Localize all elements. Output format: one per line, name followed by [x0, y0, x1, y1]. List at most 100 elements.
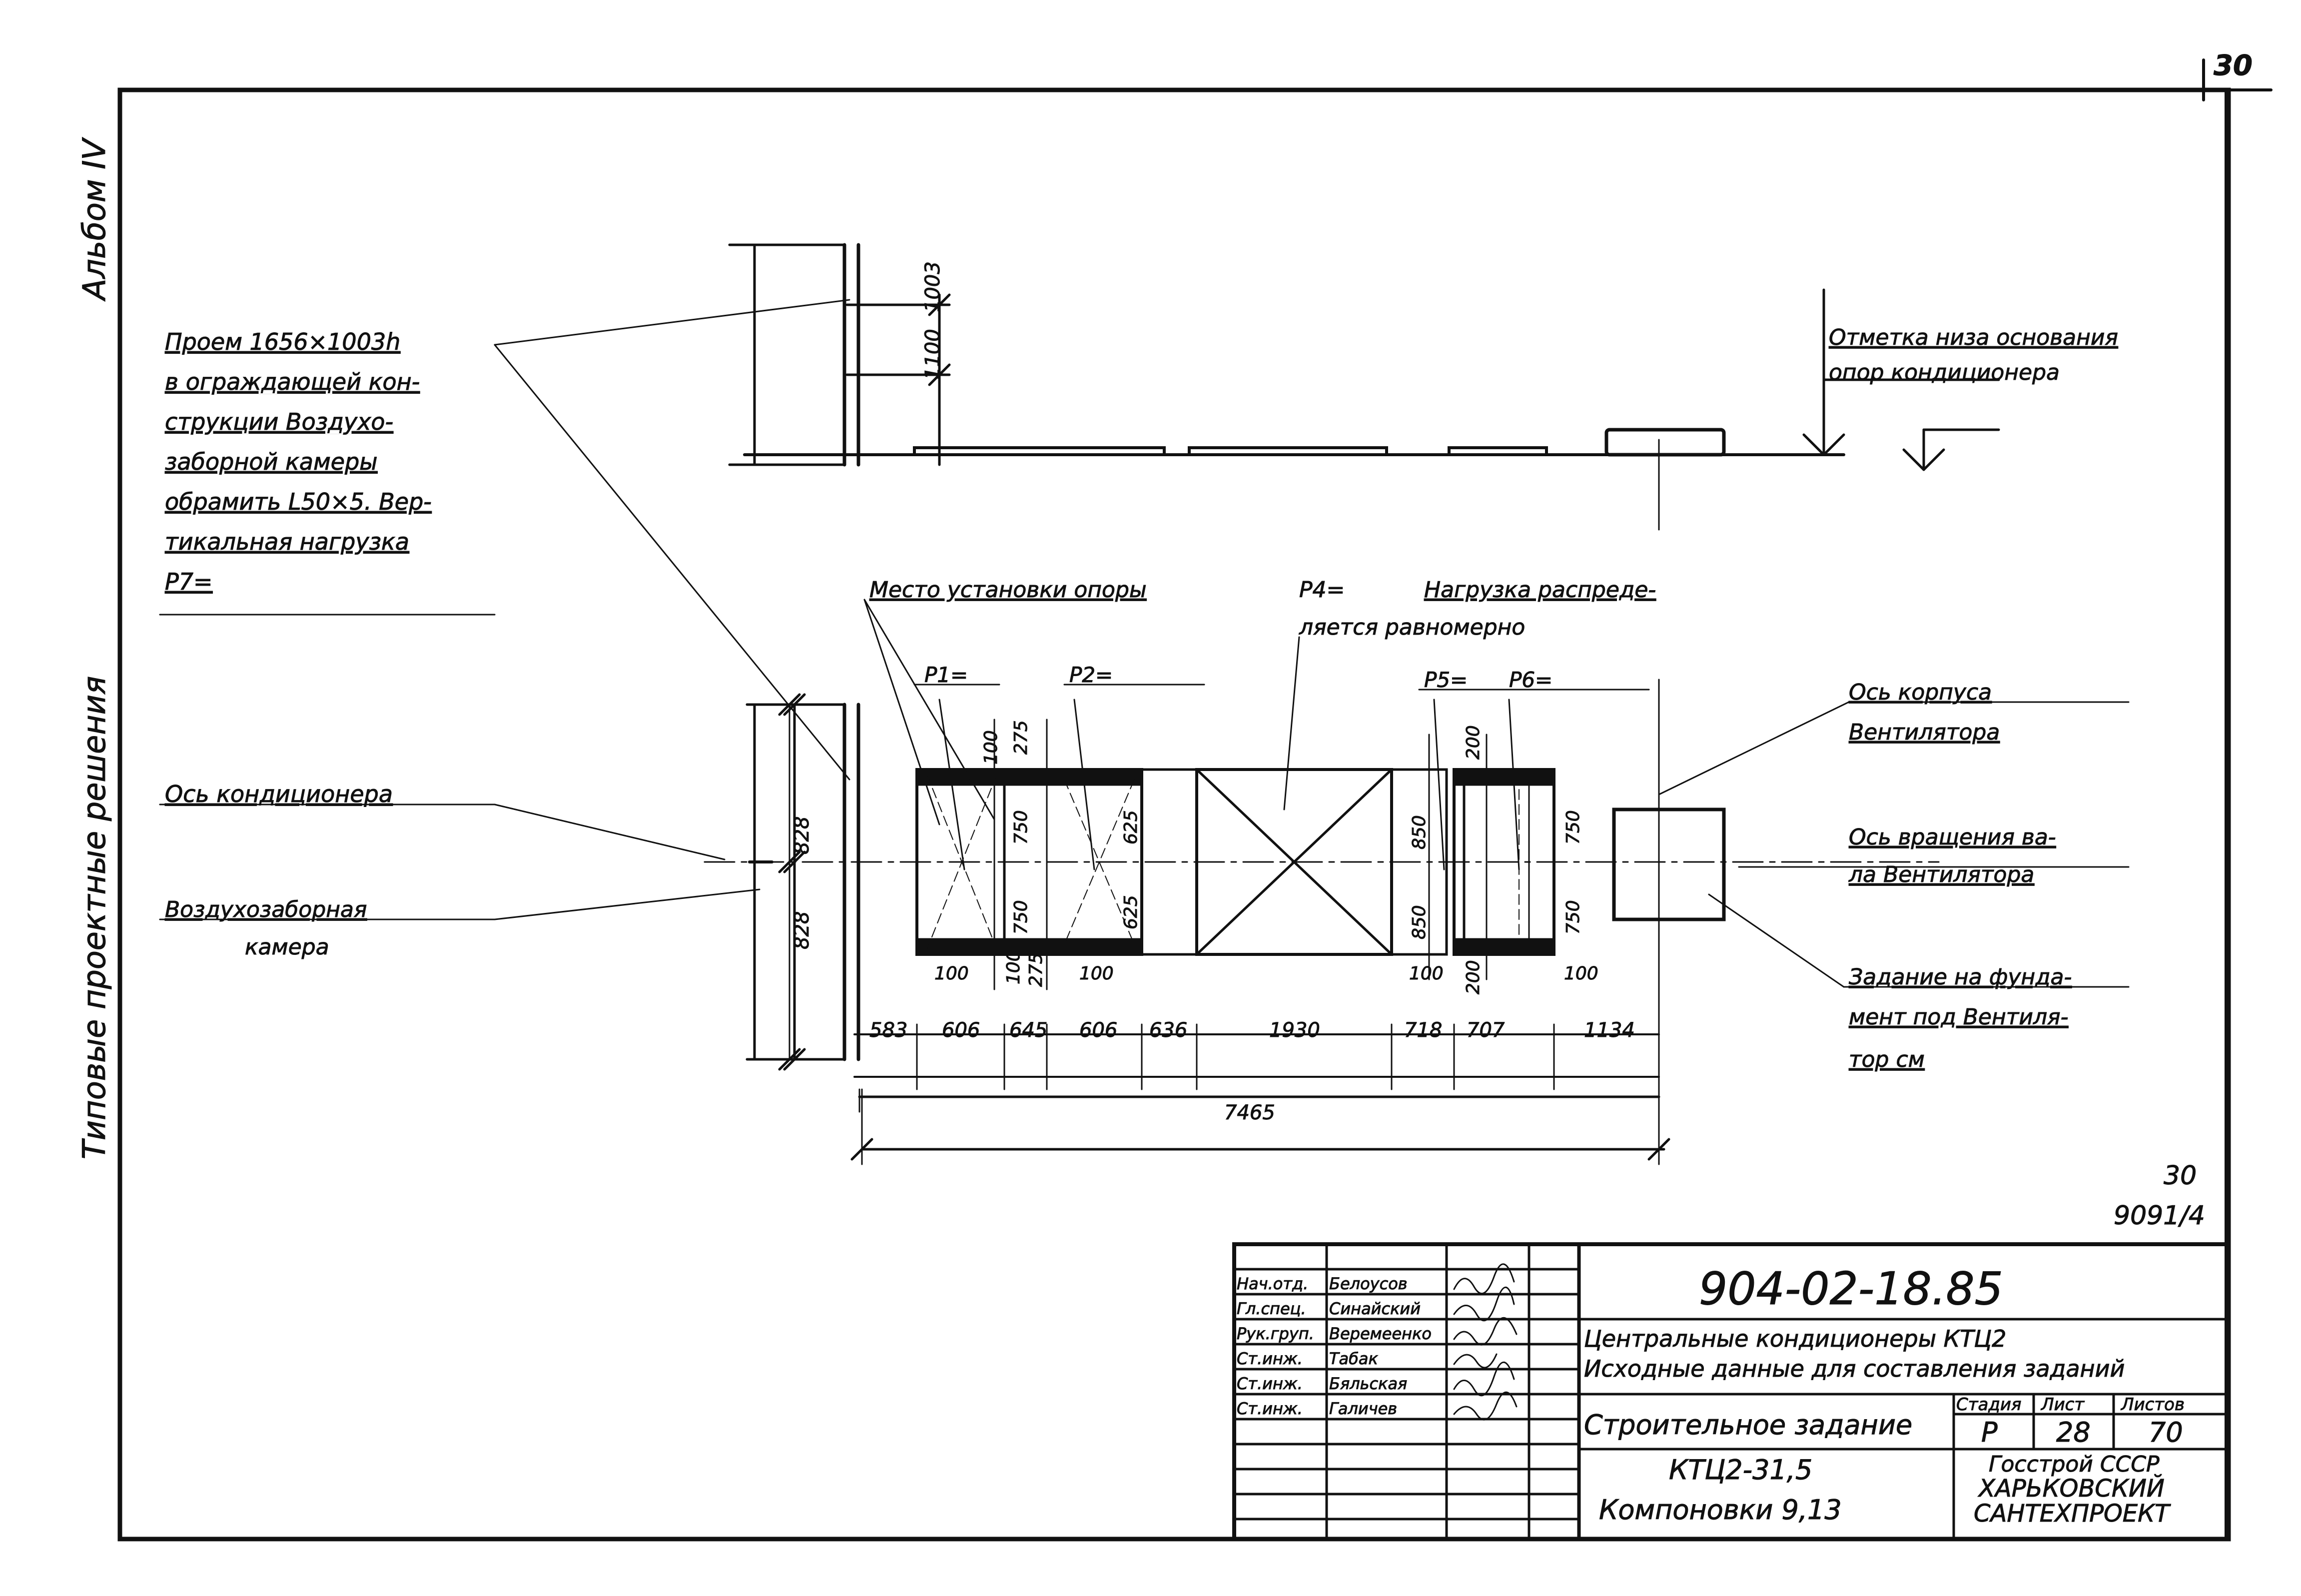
title-block — [1232, 1242, 2231, 1541]
dim-200-bot: 200 — [1463, 960, 1484, 994]
svg-text:Белоусов: Белоусов — [1329, 1274, 1408, 1293]
dim-750-top-d: 750 — [1563, 810, 1583, 844]
org-line-2: ХАРЬКОВСКИЙ — [1977, 1474, 2165, 1503]
header-stage: Стадия — [1956, 1395, 2021, 1415]
dim-100-top: 100 — [981, 730, 1001, 765]
signers-table: Нач.отд. Белоусов Гл.спец. Синайский Рук… — [1237, 1274, 1432, 1419]
dim-750-bot-a: 750 — [1011, 900, 1031, 934]
drawing-frame — [117, 87, 2231, 1542]
header-sheets: Листов — [2120, 1395, 2185, 1415]
dim-1003: 1003 — [921, 261, 944, 312]
dim-seg-5: 636 — [1149, 1019, 1187, 1042]
product-code: КТЦ2-31,5 — [1669, 1454, 1812, 1486]
svg-text:Синайский: Синайский — [1329, 1299, 1421, 1318]
svg-text:тикальная нагрузка: тикальная нагрузка — [165, 528, 409, 555]
fan-shaft-axis-line1: Ось вращения ва- — [1849, 824, 2056, 850]
fan-foundation-line3: тор см — [1849, 1047, 1925, 1072]
intake-chamber-line2: камера — [245, 934, 329, 960]
svg-text:заборной камеры: заборной камеры — [165, 448, 378, 475]
plan-view — [704, 679, 1940, 1165]
side-series-label: Типовые проектные решения — [76, 676, 112, 1159]
support-place-label: Место установки опоры — [869, 577, 1147, 603]
elevation-mark-line1: Отметка низа основания — [1829, 325, 2118, 350]
dim-100-bot-b: 100 — [1079, 963, 1114, 984]
side-album-label: Альбом IV — [76, 136, 112, 302]
dim-275-bot: 275 — [1026, 952, 1046, 987]
dim-625-bot: 625 — [1121, 895, 1141, 929]
dim-seg-7: 718 — [1404, 1019, 1442, 1042]
value-sheets: 70 — [2149, 1417, 2183, 1448]
p4-label: P4= — [1299, 577, 1345, 603]
dim-100-bot-stack: 100 — [1003, 950, 1024, 984]
svg-text:струкции Воздухо-: струкции Воздухо- — [165, 408, 393, 435]
dim-100-right-f: 100 — [1564, 963, 1598, 984]
dim-seg-1: 583 — [869, 1019, 907, 1042]
dim-850-bot: 850 — [1409, 905, 1430, 939]
layouts-label: Компоновки 9,13 — [1599, 1494, 1842, 1526]
elevation-mark-line2: опор кондиционера — [1829, 360, 2060, 385]
svg-text:Галичев: Галичев — [1329, 1399, 1397, 1418]
dim-seg-2: 606 — [942, 1019, 980, 1042]
fan-foundation-line2: мент под Вентиля- — [1849, 1004, 2068, 1030]
svg-text:Ст.инж.: Ст.инж. — [1237, 1374, 1303, 1393]
load-dist-line2: ляется равномерно — [1299, 615, 1525, 640]
dim-275-top: 275 — [1011, 720, 1031, 755]
dim-total: 7465 — [1224, 1101, 1275, 1124]
fan-housing-axis-line1: Ось корпуса — [1849, 680, 1992, 705]
dim-seg-9: 1134 — [1584, 1019, 1635, 1042]
svg-text:Рук.груп.: Рук.груп. — [1237, 1324, 1314, 1343]
leader-lines — [159, 299, 2130, 988]
conditioner-axis-label: Ось кондиционера — [165, 781, 393, 807]
dim-100-left-f: 100 — [1409, 963, 1444, 984]
svg-text:Ст.инж.: Ст.инж. — [1237, 1349, 1303, 1368]
dim-828-top: 828 — [790, 816, 813, 854]
svg-text:в ограждающей кон-: в ограждающей кон- — [165, 368, 420, 395]
svg-text:Ст.инж.: Ст.инж. — [1237, 1399, 1303, 1418]
p1-label: P1= — [924, 663, 968, 687]
fan-housing-axis-line2: Вентилятора — [1849, 720, 2000, 745]
dim-625-top: 625 — [1121, 810, 1141, 844]
stage-label: Строительное задание — [1584, 1409, 1912, 1441]
dim-750-top-a: 750 — [1011, 810, 1031, 844]
dim-100-bot-a: 100 — [934, 963, 969, 984]
dim-1100: 1100 — [921, 329, 944, 380]
dim-seg-6: 1930 — [1269, 1019, 1320, 1042]
dim-828-bot: 828 — [790, 911, 813, 949]
p6-label: P6= — [1509, 668, 1552, 692]
svg-text:Веремеенко: Веремеенко — [1329, 1324, 1432, 1343]
svg-text:обрамить L50×5. Вер-: обрамить L50×5. Вер- — [165, 488, 432, 515]
value-sheet: 28 — [2056, 1417, 2091, 1448]
svg-text:Бяльская: Бяльская — [1329, 1374, 1407, 1393]
dim-seg-8: 707 — [1467, 1019, 1505, 1042]
load-dist-line1: Нагрузка распреде- — [1424, 577, 1656, 603]
doc-code: 904-02-18.85 — [1699, 1263, 2003, 1315]
signature-marks — [1453, 1263, 1518, 1421]
doc-description-1: Центральные кондиционеры КТЦ2 — [1584, 1325, 2006, 1352]
doc-description-2: Исходные данные для составления заданий — [1584, 1355, 2125, 1382]
svg-text:Табак: Табак — [1329, 1349, 1379, 1368]
org-line-3: САНТЕХПРОЕКТ — [1974, 1500, 2171, 1528]
ref-number: 30 — [2164, 1161, 2197, 1191]
ref-code: 9091/4 — [2114, 1201, 2205, 1231]
dim-seg-3: 645 — [1009, 1019, 1047, 1042]
side-elevation — [728, 243, 2000, 531]
dim-200-top: 200 — [1463, 725, 1484, 760]
p2-label: P2= — [1069, 663, 1113, 687]
svg-text:Гл.спец.: Гл.спец. — [1237, 1299, 1306, 1318]
header-sheet: Лист — [2040, 1395, 2085, 1415]
org-line-1: Госстрой СССР — [1989, 1452, 2160, 1477]
fan-shaft-axis-line2: ла Вентилятора — [1848, 862, 2034, 887]
intake-chamber-line1: Воздухозаборная — [165, 897, 367, 922]
opening-note: Проем 1656×1003h в ограждающей кон- стру… — [165, 328, 432, 596]
p5-label: P5= — [1424, 668, 1468, 692]
svg-text:Проем 1656×1003h: Проем 1656×1003h — [165, 328, 400, 355]
dim-850-top: 850 — [1409, 815, 1430, 849]
dim-seg-4: 606 — [1079, 1019, 1117, 1042]
value-stage: Р — [1981, 1417, 1998, 1448]
fan-foundation-line1: Задание на фунда- — [1849, 964, 2072, 990]
svg-text:Нач.отд.: Нач.отд. — [1237, 1274, 1308, 1293]
sheet-number: 30 — [2214, 49, 2253, 82]
dim-750-bot-d: 750 — [1563, 900, 1583, 934]
